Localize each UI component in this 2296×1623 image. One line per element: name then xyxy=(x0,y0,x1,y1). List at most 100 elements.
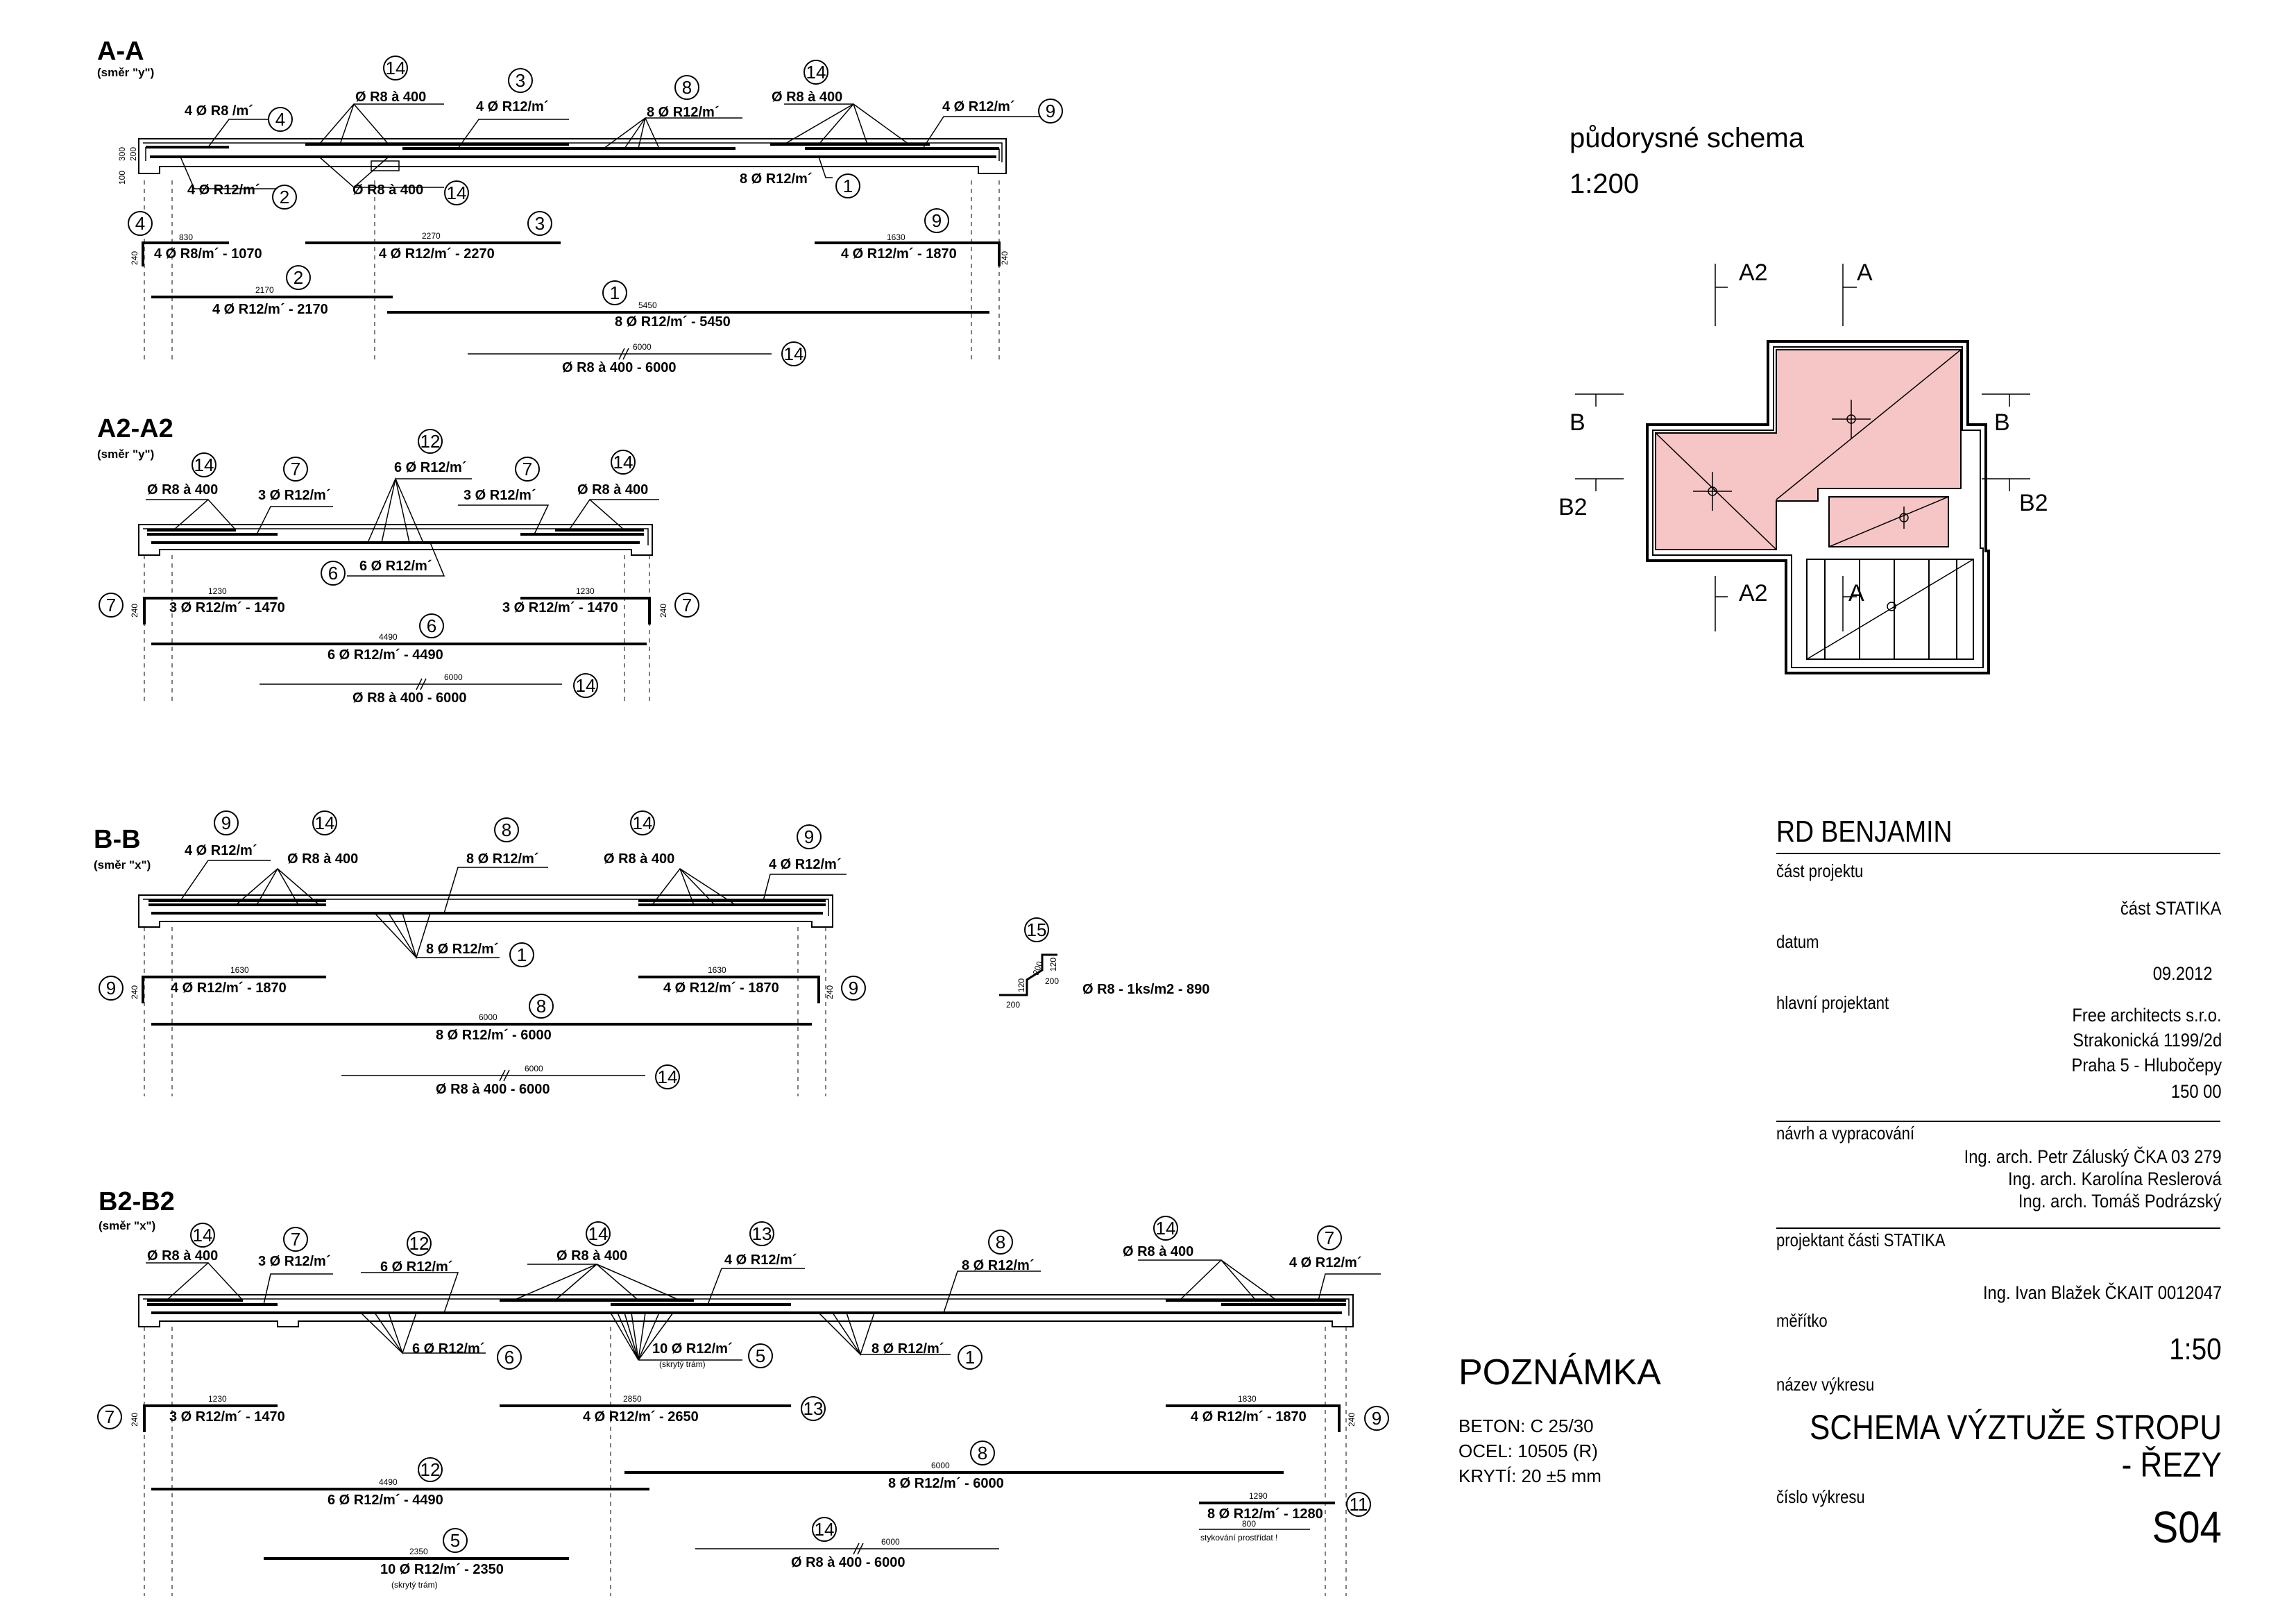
bar-label: 4 Ø R12/m´ - 1870 xyxy=(841,246,957,262)
dim: 200 xyxy=(128,147,138,161)
dim: 1630 xyxy=(708,965,726,975)
cut-label: B2 xyxy=(1558,494,1588,520)
label: 8 Ø R12/m´ xyxy=(426,942,498,957)
date-value: 09.2012 xyxy=(2153,963,2213,984)
marker: 8 xyxy=(996,1232,1005,1252)
dim: 1290 xyxy=(1249,1491,1268,1501)
dim: 2270 xyxy=(422,231,441,241)
dim: 240 xyxy=(658,604,668,618)
plan-title: půdorysné schema xyxy=(1570,123,1805,153)
bar-label: 4 Ø R12/m´ - 1870 xyxy=(171,980,287,996)
lead-label: hlavní projektant xyxy=(1776,992,1889,1013)
dim: 5450 xyxy=(638,300,657,310)
marker: 14 xyxy=(784,343,804,364)
bar-label: 3 Ø R12/m´ - 1470 xyxy=(502,600,618,615)
section-aa: A-A (směr "y") 4 Ø R8 /m´ Ø R8 à 400 4 Ø… xyxy=(97,37,1063,375)
marker: 14 xyxy=(806,62,826,83)
marker: 8 xyxy=(682,77,692,98)
note-heading: POZNÁMKA xyxy=(1459,1352,1661,1393)
marker: 13 xyxy=(803,1398,824,1419)
bar-label: 6 Ø R12/m´ - 4490 xyxy=(328,1493,443,1508)
lead-line: Praha 5 - Hlubočepy xyxy=(2071,1055,2222,1076)
label: Ø R8 à 400 xyxy=(287,851,358,867)
dim: 120 xyxy=(1048,958,1058,971)
dim: 4490 xyxy=(379,632,398,642)
label: Ø R8 à 400 xyxy=(352,182,423,198)
label: Ø R8 à 400 xyxy=(556,1248,627,1264)
statics-value: Ing. Ivan Blažek ČKAIT 0012047 xyxy=(1982,1282,2222,1303)
marker: 11 xyxy=(1350,1494,1368,1515)
marker: 12 xyxy=(420,1459,441,1480)
bar-label: 4 Ø R12/m´ - 1870 xyxy=(1191,1409,1307,1425)
section-subtitle: (směr "x") xyxy=(99,1219,155,1232)
label: Ø R8 à 400 xyxy=(577,482,648,498)
dim: 240 xyxy=(130,604,139,618)
marker: 2 xyxy=(280,187,289,207)
marker: 3 xyxy=(535,213,545,234)
note: (skrytý trám) xyxy=(391,1580,438,1590)
note-line: BETON: C 25/30 xyxy=(1459,1416,1594,1436)
bar-label: 4 Ø R12/m´ - 2170 xyxy=(212,302,328,317)
plan-schema: půdorysné schema 1:200 A2 A B B B2 B2 A2… xyxy=(1558,123,2048,674)
dim: 6000 xyxy=(881,1537,900,1547)
dim: 4490 xyxy=(379,1477,398,1487)
marker: 9 xyxy=(1046,101,1055,121)
drawing-name: - ŘEZY xyxy=(2121,1445,2222,1484)
label: 4 Ø R12/m´ xyxy=(769,857,841,872)
bar-label: 10 Ø R12/m´ - 2350 xyxy=(380,1562,504,1577)
cut-label: B2 xyxy=(2019,490,2048,516)
dim: 2350 xyxy=(409,1547,428,1556)
section-title: A-A xyxy=(97,37,144,66)
bar-label: 3 Ø R12/m´ - 1470 xyxy=(169,1409,285,1425)
dim: 6000 xyxy=(479,1012,498,1022)
scale-value: 1:50 xyxy=(2169,1332,2222,1366)
note-line: OCEL: 10505 (R) xyxy=(1459,1441,1598,1461)
marker: 7 xyxy=(291,1229,300,1250)
dim: 200 xyxy=(1045,976,1059,986)
bar-label: 6 Ø R12/m´ - 4490 xyxy=(328,647,443,663)
dim: 6000 xyxy=(931,1461,950,1470)
marker: 14 xyxy=(576,675,596,696)
marker: 8 xyxy=(536,996,546,1017)
label: 3 Ø R12/m´ xyxy=(258,488,330,503)
label: Ø R8 à 400 xyxy=(772,90,842,105)
bar-label: 8 Ø R12/m´ - 1280 xyxy=(1207,1506,1323,1522)
marker: 9 xyxy=(106,978,116,999)
label: 8 Ø R12/m´ xyxy=(962,1258,1034,1273)
lead-line: 150 00 xyxy=(2171,1081,2222,1102)
dim: 200 xyxy=(1006,1000,1020,1010)
dim: 1830 xyxy=(1238,1394,1257,1404)
dim: 240 xyxy=(130,251,139,265)
cut-label: A xyxy=(1857,260,1873,286)
label: 6 Ø R12/m´ xyxy=(394,460,466,475)
dim: 6000 xyxy=(525,1064,543,1073)
marker: 14 xyxy=(613,452,633,473)
cut-label: B xyxy=(1570,409,1585,436)
marker: 13 xyxy=(752,1223,772,1244)
marker: 12 xyxy=(420,431,441,452)
label: 4 Ø R12/m´ xyxy=(1289,1255,1361,1271)
marker: 15 xyxy=(1027,919,1047,940)
marker: 14 xyxy=(193,1225,213,1246)
scale-label: měřítko xyxy=(1776,1310,1828,1331)
marker: 7 xyxy=(682,595,692,615)
marker: 14 xyxy=(588,1223,609,1244)
marker: 9 xyxy=(932,210,942,231)
marker: 14 xyxy=(658,1067,678,1087)
bar-label: 4 Ø R12/m´ - 2650 xyxy=(583,1409,699,1425)
bar-label: Ø R8 à 400 - 6000 xyxy=(352,690,467,706)
section-title: A2-A2 xyxy=(97,414,173,443)
dim: 240 xyxy=(825,985,835,999)
dim: 240 xyxy=(130,1413,139,1427)
cut-label: A2 xyxy=(1739,580,1768,606)
marker: 1 xyxy=(965,1347,975,1368)
section-bb: B-B (směr "x") 4 Ø R12/m´ Ø R8 à 400 8 Ø… xyxy=(94,810,866,1097)
lead-line: Free architects s.r.o. xyxy=(2072,1005,2222,1026)
room-fill xyxy=(1655,349,1962,550)
label: (skrytý trám) xyxy=(659,1359,706,1369)
dim: 1630 xyxy=(887,232,905,242)
label: 8 Ø R12/m´ xyxy=(647,105,719,120)
marker: 14 xyxy=(1156,1218,1176,1239)
label: Ø R8 à 400 xyxy=(147,482,218,498)
